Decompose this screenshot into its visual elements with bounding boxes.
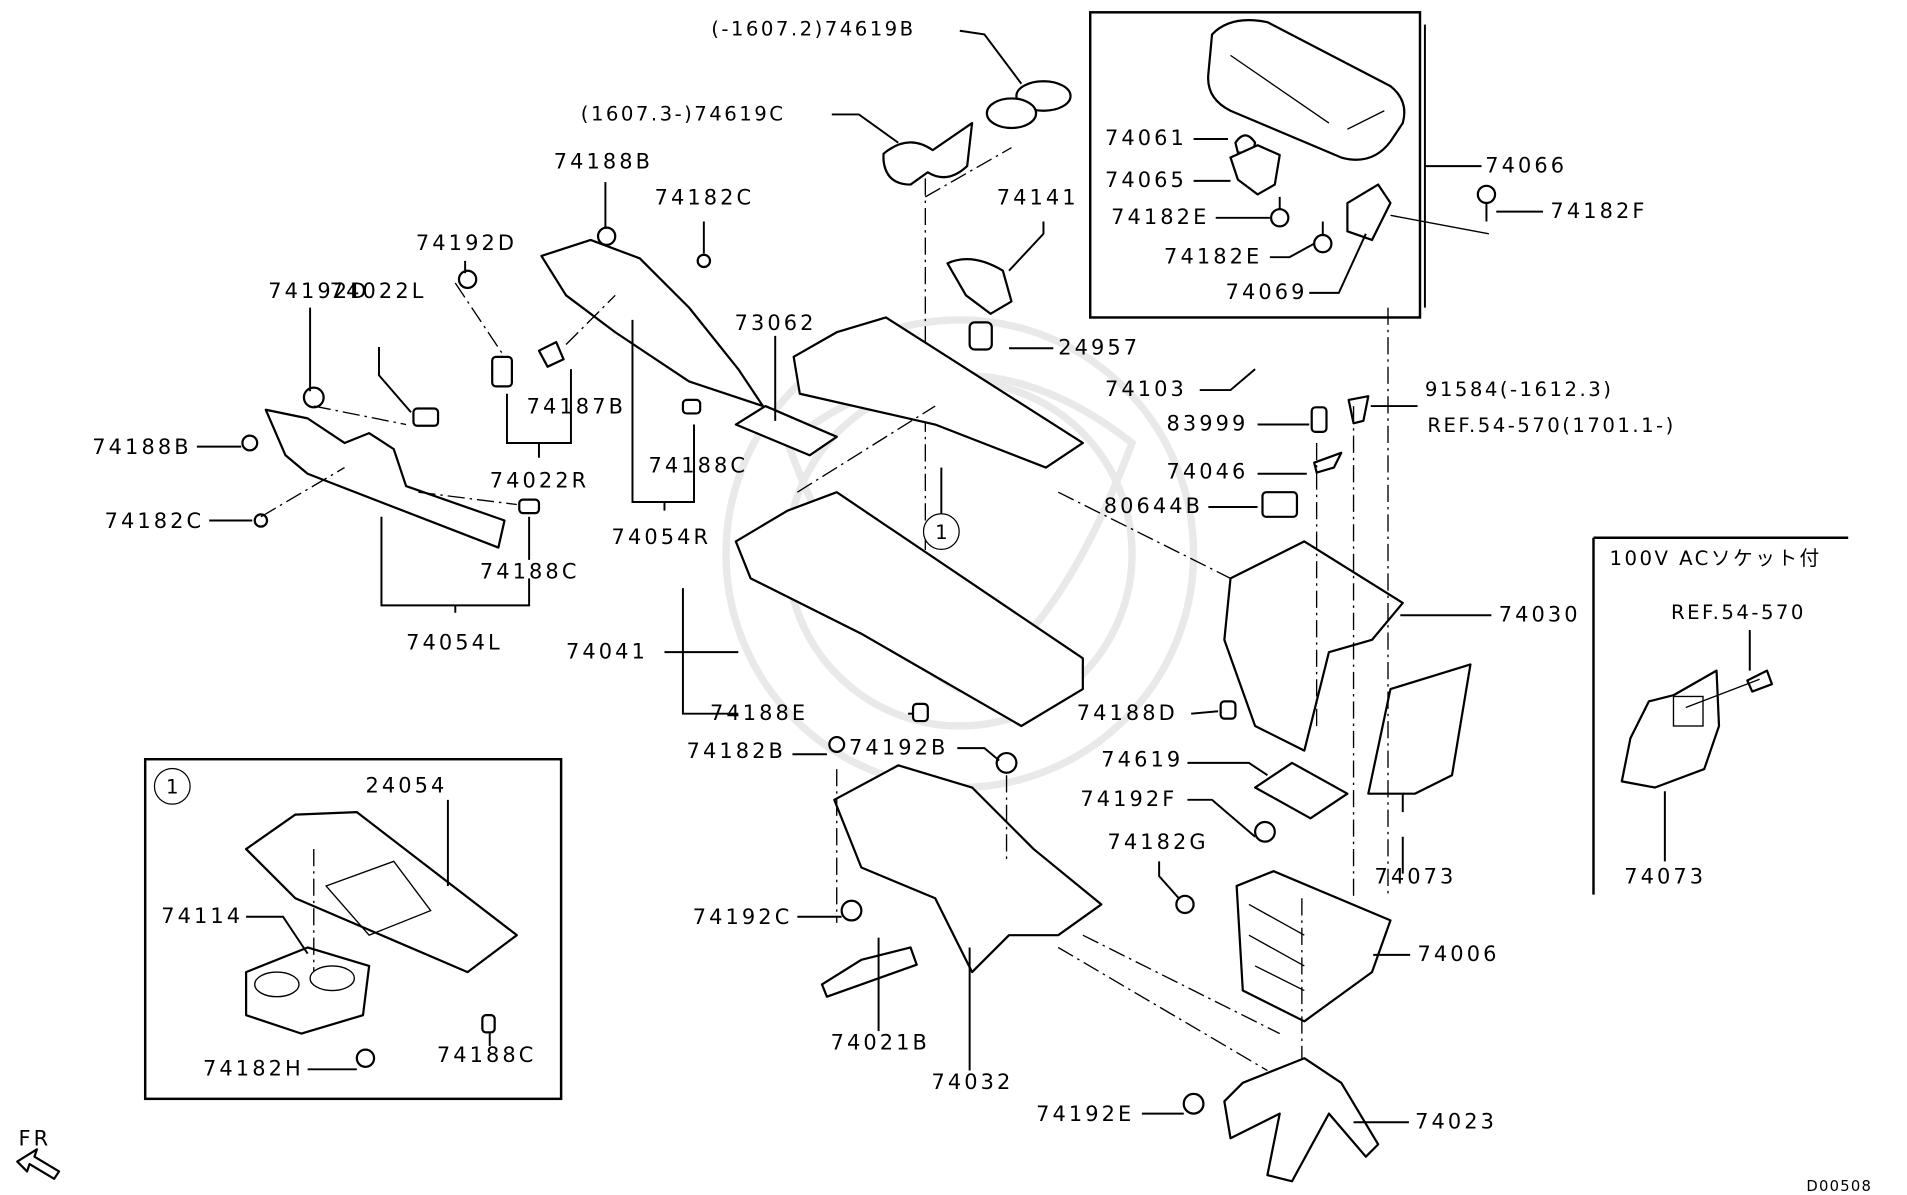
label-74030[interactable]: 74030 bbox=[1498, 602, 1581, 628]
inset2-part-74073-cover-with-socket bbox=[1620, 669, 1721, 789]
inset1-part-74188C-clip bbox=[481, 1014, 496, 1034]
label-74188C-b[interactable]: 74188C bbox=[648, 454, 749, 479]
detail-ac-box bbox=[1592, 536, 1849, 895]
label-74032[interactable]: 74032 bbox=[931, 1070, 1014, 1096]
label-91584[interactable]: 91584(-1612.3) bbox=[1424, 377, 1614, 402]
label-74182F[interactable]: 74182F bbox=[1550, 199, 1648, 224]
label-74065[interactable]: 74065 bbox=[1104, 168, 1187, 194]
inset2-ac-socket bbox=[1746, 669, 1774, 693]
part-74066-armrest-lid bbox=[1207, 19, 1406, 161]
part-74619B-cupholder-insert bbox=[985, 80, 1072, 130]
inset2-label-74073[interactable]: 74073 bbox=[1624, 865, 1707, 890]
detail-1-marker: 1 bbox=[153, 767, 191, 805]
label-74188E[interactable]: 74188E bbox=[709, 701, 809, 726]
detail-1-box bbox=[143, 757, 563, 1101]
detail-callout-1[interactable]: 1 bbox=[922, 513, 960, 551]
label-74021B[interactable]: 74021B bbox=[830, 1031, 930, 1056]
part-74619-pad bbox=[1254, 761, 1349, 820]
label-74073[interactable]: 74073 bbox=[1374, 865, 1457, 890]
inset1-part-24054-bezel bbox=[244, 811, 518, 974]
label-74619C[interactable]: (1607.3-)74619C bbox=[580, 102, 786, 126]
part-74188E-clip bbox=[911, 702, 929, 723]
label-74046[interactable]: 74046 bbox=[1166, 460, 1249, 485]
label-24957[interactable]: 24957 bbox=[1058, 335, 1141, 361]
part-74021B-bracket bbox=[820, 946, 918, 998]
part-74041-console-upper bbox=[734, 316, 1084, 728]
label-74192F[interactable]: 74192F bbox=[1080, 787, 1178, 813]
inset1-label-74188C[interactable]: 74188C bbox=[436, 1043, 537, 1069]
label-74182G[interactable]: 74182G bbox=[1107, 830, 1209, 856]
label-74192C[interactable]: 74192C bbox=[692, 905, 793, 931]
label-74182E-a[interactable]: 74182E bbox=[1111, 205, 1210, 231]
label-74041[interactable]: 74041 bbox=[566, 639, 648, 665]
label-74006[interactable]: 74006 bbox=[1417, 942, 1500, 968]
front-direction-arrow-icon bbox=[16, 1148, 61, 1180]
part-74619C-cupholder-insert bbox=[882, 121, 974, 186]
label-ref-54-570-a[interactable]: REF.54-570(1701.1-) bbox=[1427, 413, 1676, 437]
inset1-part-74114-cupholder bbox=[244, 946, 371, 1035]
part-73062-gasket bbox=[734, 404, 838, 457]
center-lines bbox=[260, 282, 1389, 1072]
part-24957-socket bbox=[968, 321, 993, 351]
fasteners-center bbox=[828, 395, 1370, 1115]
part-74054R-side-panel bbox=[540, 238, 765, 408]
part-74032-console-lower bbox=[833, 764, 1103, 974]
part-74188D-clip bbox=[1219, 700, 1237, 720]
inset1-part-74182H-screw bbox=[355, 1048, 376, 1068]
inset2-label-ref-54-570[interactable]: REF.54-570 bbox=[1671, 600, 1806, 624]
inset1-label-24054[interactable]: 24054 bbox=[365, 773, 448, 799]
leader-lines bbox=[196, 24, 1544, 1124]
inset1-label-74182H[interactable]: 74182H bbox=[203, 1056, 304, 1082]
armrest-detail-box bbox=[1088, 11, 1422, 319]
fasteners-left bbox=[241, 226, 712, 528]
label-74141[interactable]: 74141 bbox=[996, 185, 1079, 211]
part-74141-cover bbox=[946, 258, 1013, 315]
label-74188D[interactable]: 74188D bbox=[1076, 701, 1178, 726]
part-74030-rear-box bbox=[1223, 540, 1404, 752]
inset1-label-74114[interactable]: 74114 bbox=[161, 904, 244, 930]
label-74182B[interactable]: 74182B bbox=[686, 739, 786, 765]
label-74187B[interactable]: 74187B bbox=[526, 394, 627, 420]
label-74619[interactable]: 74619 bbox=[1101, 748, 1184, 773]
label-74188C-a[interactable]: 74188C bbox=[479, 559, 580, 585]
inset2-title: 100V ACソケット付 bbox=[1609, 546, 1822, 570]
label-74103[interactable]: 74103 bbox=[1104, 377, 1187, 403]
part-74065-bracket bbox=[1229, 144, 1281, 196]
label-74192D-b[interactable]: 74192D bbox=[268, 279, 370, 304]
label-74023[interactable]: 74023 bbox=[1415, 1109, 1498, 1135]
part-74182E-bolt-a bbox=[1269, 196, 1290, 228]
part-74006-tray bbox=[1235, 870, 1392, 1023]
part-74182F-screw bbox=[1476, 184, 1497, 222]
label-74022L[interactable]: 74022L bbox=[329, 279, 427, 304]
part-74054L-side-panel bbox=[264, 408, 506, 549]
label-73062[interactable]: 73062 bbox=[734, 311, 817, 336]
diagram-code: D00508 bbox=[1806, 1177, 1873, 1195]
part-74182E-bolt-b bbox=[1313, 221, 1333, 254]
label-74188B-left[interactable]: 74188B bbox=[92, 435, 192, 461]
label-74061[interactable]: 74061 bbox=[1104, 126, 1187, 152]
label-74192D-a[interactable]: 74192D bbox=[415, 231, 518, 256]
label-74619B[interactable]: (-1607.2)74619B bbox=[711, 17, 916, 41]
label-74066[interactable]: 74066 bbox=[1485, 153, 1568, 179]
part-80644B-clip bbox=[1261, 491, 1299, 518]
label-74054R[interactable]: 74054R bbox=[611, 525, 712, 551]
label-74192E[interactable]: 74192E bbox=[1036, 1102, 1135, 1128]
label-74192B[interactable]: 74192B bbox=[849, 735, 949, 761]
label-74069[interactable]: 74069 bbox=[1225, 280, 1308, 306]
part-74073-rear-cover bbox=[1367, 663, 1472, 795]
label-74182C-top[interactable]: 74182C bbox=[654, 185, 755, 211]
label-74182C-left[interactable]: 74182C bbox=[104, 509, 205, 535]
part-74023-base-bracket bbox=[1223, 1057, 1380, 1183]
label-74188B-top[interactable]: 74188B bbox=[553, 150, 654, 175]
label-74022R[interactable]: 74022R bbox=[489, 468, 590, 494]
label-83999[interactable]: 83999 bbox=[1166, 412, 1249, 437]
part-74069-hinge bbox=[1346, 183, 1392, 242]
label-80644B[interactable]: 80644B bbox=[1103, 494, 1204, 520]
front-direction-label: FR bbox=[18, 1127, 52, 1152]
label-74054L[interactable]: 74054L bbox=[406, 631, 503, 656]
label-74182E-b[interactable]: 74182E bbox=[1164, 244, 1263, 270]
